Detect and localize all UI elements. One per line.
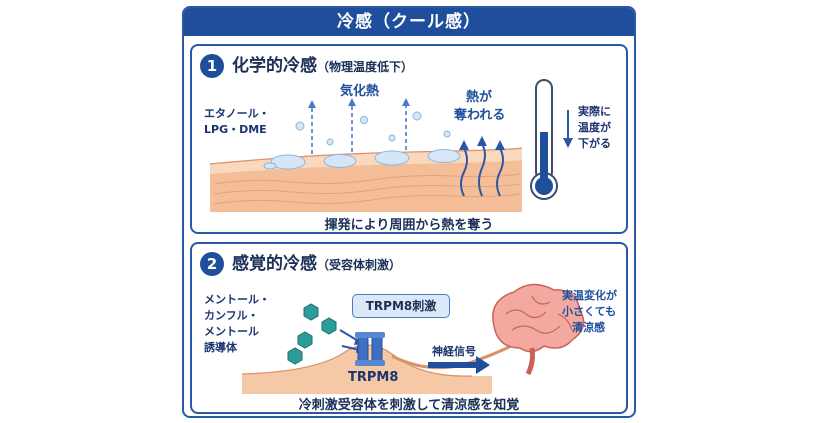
panel1-subtitle: （物理温度低下） [317, 60, 414, 74]
trpm8-stimulation-badge: TRPM8刺激 [352, 294, 450, 318]
vapor-arrowheads [308, 98, 410, 108]
nerve-signal-label: 神経信号 [432, 345, 476, 358]
substance-label-3: メントール [204, 325, 259, 338]
thermometer-icon [530, 79, 558, 200]
trpm8-receptor-icon [355, 332, 385, 366]
heat-arrows [460, 143, 504, 197]
substance-label-2: LPG・DME [204, 123, 267, 136]
substance-label-1: メントール・ [204, 293, 270, 306]
panel-sensory-cooling: 2 感覚的冷感（受容体刺激） [190, 242, 628, 414]
menthol-molecules [287, 303, 337, 365]
panel2-caption: 冷刺激受容体を刺激して清涼感を知覚 [298, 398, 520, 413]
temperature-down-arrow [563, 110, 573, 148]
nerve-signal-arrow [428, 356, 490, 374]
vapor-heat-label: 気化熱 [340, 84, 380, 99]
brain-label-3: 清涼感 [572, 321, 605, 334]
panel1-number: 1 [200, 54, 224, 78]
substance-label-4: 誘導体 [204, 341, 237, 354]
temp-label-3: 下がる [578, 137, 611, 150]
temp-label-1: 実際に [578, 105, 611, 118]
substance-label-1: エタノール・ [204, 107, 270, 120]
brain-label-2: 小さくても [562, 305, 617, 318]
panel1-title: 化学的冷感（物理温度低下） [232, 54, 413, 79]
evaporating-droplets [263, 149, 461, 170]
temp-label-2: 温度が [578, 121, 611, 134]
skin-mid-layer [210, 160, 522, 212]
vapor-droplets [295, 111, 451, 146]
panel-chemical-cooling: 1 化学的冷感（物理温度低下） [190, 44, 628, 234]
skin-mound [242, 345, 492, 394]
panel2-title: 感覚的冷感（受容体刺激） [232, 252, 401, 277]
panel1-caption: 揮発により周囲から熱を奪う [324, 218, 494, 233]
header-banner: 冷感（クール感） [184, 8, 634, 36]
diagram-frame: 冷感（クール感） 1 化学的冷感（物理温度低下） [182, 6, 636, 418]
substance-label-2: カンフル・ [204, 309, 259, 322]
panel1-illustration [209, 79, 573, 212]
panel2-illustration [241, 283, 585, 394]
panel1-title-text: 化学的冷感 [232, 56, 317, 76]
panel2-number: 2 [200, 252, 224, 276]
heat-label-1: 熱が [466, 90, 493, 105]
panel2-title-text: 感覚的冷感 [232, 254, 317, 274]
trpm8-label: TRPM8 [348, 370, 399, 385]
brain-label-1: 実温変化が [562, 289, 617, 302]
skin-texture [213, 173, 521, 205]
panel2-subtitle: （受容体刺激） [317, 258, 402, 272]
brain-icon [492, 283, 585, 376]
heat-label-2: 奪われる [454, 108, 506, 123]
vapor-arrows [311, 104, 407, 154]
